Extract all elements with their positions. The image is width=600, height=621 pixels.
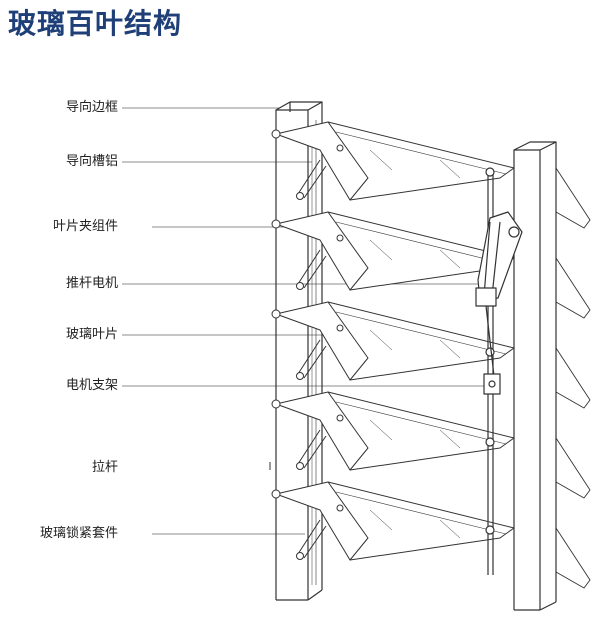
label-glass-lock-kit: 玻璃锁紧套件 <box>39 526 118 541</box>
blade-clip <box>271 121 369 201</box>
label-blade-clip: 叶片夹组件 <box>52 219 118 234</box>
label-motor-bracket: 电机支架 <box>65 378 118 393</box>
page-title: 玻璃百叶结构 <box>8 7 183 40</box>
label-pull-rod: 拉杆 <box>91 460 118 475</box>
blade-clip <box>271 211 369 291</box>
label-glass-blade: 玻璃叶片 <box>65 327 118 342</box>
blade-clip <box>271 481 369 561</box>
right-post <box>513 141 557 611</box>
label-guide-frame: 导向边框 <box>65 100 118 115</box>
motor-bracket <box>483 373 501 395</box>
label-push-motor: 推杆电机 <box>65 276 118 291</box>
label-guide-channel: 导向槽铝 <box>65 154 118 169</box>
blade-clip <box>271 391 369 471</box>
glass-blade <box>327 301 515 381</box>
blade-clip-assemblies <box>271 121 369 561</box>
push-rod-motor <box>475 211 523 377</box>
left-guide-frame <box>275 101 323 601</box>
blade-clip <box>271 301 369 381</box>
glass-blades <box>327 121 515 561</box>
rear-blades <box>555 167 591 589</box>
